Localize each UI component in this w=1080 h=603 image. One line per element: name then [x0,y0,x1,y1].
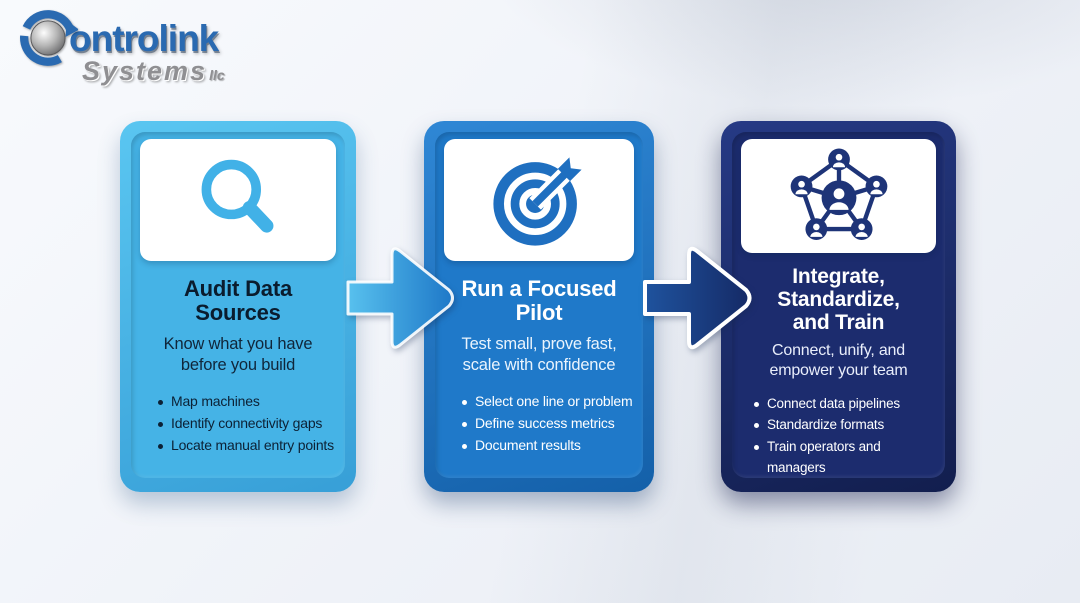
logo-systems-text: Systems [82,56,208,86]
logo-line1: ontrolink [20,10,225,68]
card-panel: Run a Focused Pilot Test small, prove fa… [435,132,643,478]
icon-box [741,139,936,253]
people-network-icon [790,148,887,240]
arrow-right-icon [643,246,752,350]
card-bullet-list: Select one line or problem Define succes… [435,391,643,457]
card-subtitle: Connect, unify, and empower your team [769,342,908,379]
bullet-item: Document results [462,435,635,457]
step-card-audit-data-sources: Audit Data Sources Know what you have be… [120,121,356,492]
bullet-item: Connect data pipelines [754,393,937,414]
bullet-item: Train operators and managers [754,436,937,478]
card-subtitle: Test small, prove fast, scale with confi… [461,335,617,374]
bullet-item: Select one line or problem [462,391,635,413]
bullet-item: Define success metrics [462,413,635,435]
bullet-item: Locate manual entry points [158,435,337,457]
logo-llc-text: llc [209,67,225,83]
step-card-run-focused-pilot: Run a Focused Pilot Test small, prove fa… [424,121,654,492]
step-card-integrate-standardize-train: Integrate, Standardize, and Train Connec… [721,121,956,492]
magnifier-icon [201,159,274,233]
logo-line2: Systems llc [20,56,225,87]
logo-globe-icon [20,10,78,66]
card-subtitle: Know what you have before you build [163,335,313,374]
bullet-item: Standardize formats [754,414,937,435]
target-icon [493,153,586,246]
bullet-item: Identify connectivity gaps [158,413,337,435]
icon-box [444,139,634,261]
icon-box [140,139,336,261]
controlink-logo: ontrolink Systems llc [20,10,225,87]
bullet-item: Map machines [158,391,337,413]
card-panel: Integrate, Standardize, and Train Connec… [732,132,945,478]
logo-wordmark: ontrolink [69,18,219,59]
arrow-right-icon [346,247,454,349]
card-title: Run a Focused Pilot [461,276,617,326]
card-title: Audit Data Sources [183,276,292,326]
card-title: Integrate, Standardize, and Train [777,264,900,335]
card-bullet-list: Connect data pipelines Standardize forma… [732,393,945,478]
card-bullet-list: Map machines Identify connectivity gaps … [131,391,345,457]
card-panel: Audit Data Sources Know what you have be… [131,132,345,478]
